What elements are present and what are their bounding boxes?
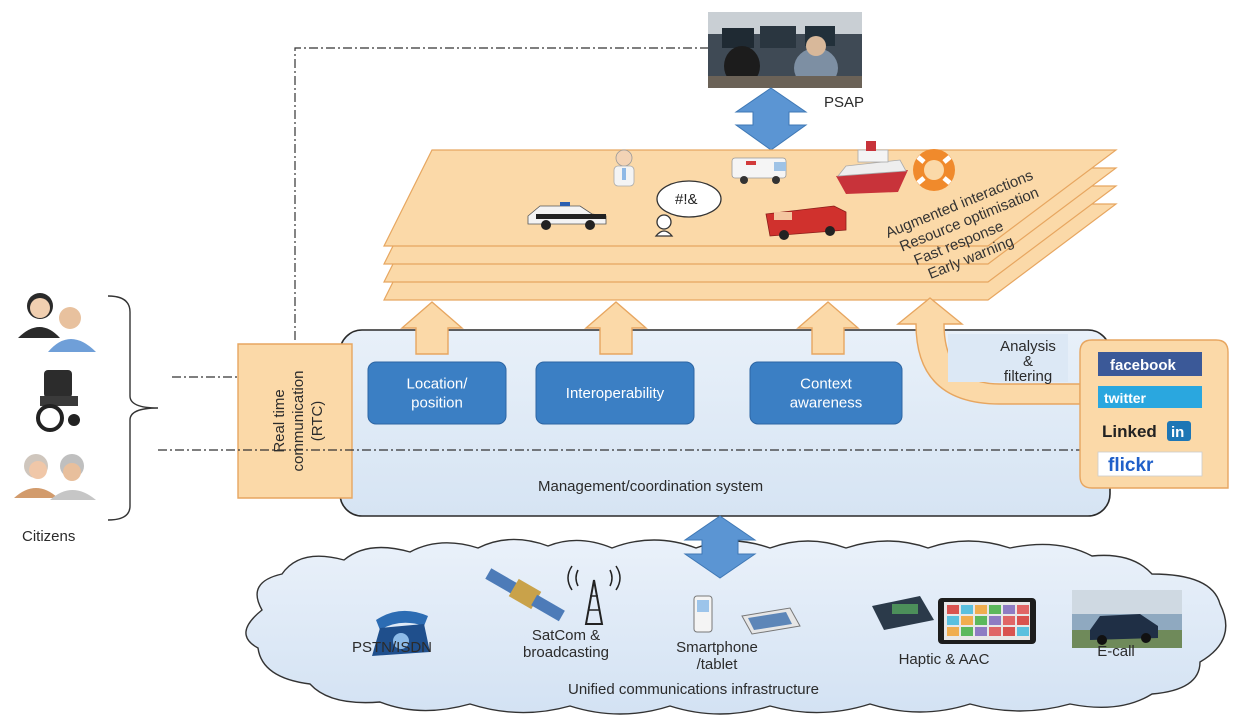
management-system-label: Management/coordination system [538,478,763,495]
module-box: Interoperability [535,361,695,425]
communications-cloud [245,538,1227,715]
ship-icon [836,141,908,194]
infrastructure-item-label: /tablet [697,656,739,673]
svg-text:flickr: flickr [1108,455,1154,476]
infrastructure-item-label: SatCom & [532,627,600,644]
haptic-device-icon [872,596,934,630]
upward-arrows [400,301,860,355]
svg-text:facebook: facebook [1110,357,1177,374]
analysis-label: Analysis [1000,338,1056,355]
couple-avatar-icon [18,293,96,352]
wheelchair-icon [36,370,80,432]
upward-arrow [796,301,860,355]
tablet-icon [741,607,801,635]
smartphone-icon [693,595,713,633]
ecall-photo [1072,590,1182,648]
citizens-label: Citizens [22,528,75,545]
psap-double-arrow [734,87,808,151]
rtc-label: (RTC) [309,401,326,442]
telephone-icon [372,610,430,656]
module-label: Location/ [407,376,469,393]
doctor-icon [613,149,635,187]
citizens-brace [107,295,159,521]
module-label: Interoperability [566,385,665,402]
infrastructure-title: Unified communications infrastructure [568,681,819,698]
infrastructure-item-label: E-call [1097,643,1135,660]
upward-arrow [400,301,464,355]
rtc-psap-link [294,47,708,340]
module-label: Context [800,376,853,393]
satellite-icon [485,568,565,622]
chat-bubble-text: #!& [675,191,698,208]
aac-tablet-icon [938,598,1036,644]
svg-text:in: in [1171,424,1184,441]
ambulance-icon [731,157,787,184]
analysis-label: filtering [1004,368,1052,385]
infrastructure-item-label: Haptic & AAC [899,651,990,668]
rtc-label: Real time [271,389,288,452]
lifebuoy-icon [913,149,955,191]
psap-photo [708,12,862,88]
analysis-label: & [1023,353,1033,370]
police-car-icon [527,202,607,230]
svg-text:Linked: Linked [1102,422,1157,441]
infrastructure-item-label: broadcasting [523,644,609,661]
infrastructure-item-label: PSTN/ISDN [352,639,432,656]
elderly-couple-icon [14,454,96,500]
chat-bubble-icon: #!& [654,180,722,237]
facebook-logo: facebook [1098,352,1202,376]
module-box: Location/position [367,361,507,425]
social-media-panel [1079,339,1229,489]
system-cloud-double-arrow [683,515,757,579]
twitter-logo: twitter [1098,386,1202,408]
svg-text:twitter: twitter [1104,390,1147,406]
flickr-logo: flickr [1097,451,1203,477]
rtc-label: communication [290,371,307,472]
infrastructure-item-label: Smartphone [676,639,758,656]
antenna-tower-icon [567,565,621,625]
module-box: Context awareness [749,361,903,425]
module-label: awareness [790,395,863,412]
linkedin-logo: Linked in [1102,421,1191,441]
upward-arrow [584,301,648,355]
psap-label: PSAP [824,94,864,111]
module-label: position [411,395,463,412]
rtc-tab [237,343,353,499]
fire-truck-icon [765,205,847,240]
